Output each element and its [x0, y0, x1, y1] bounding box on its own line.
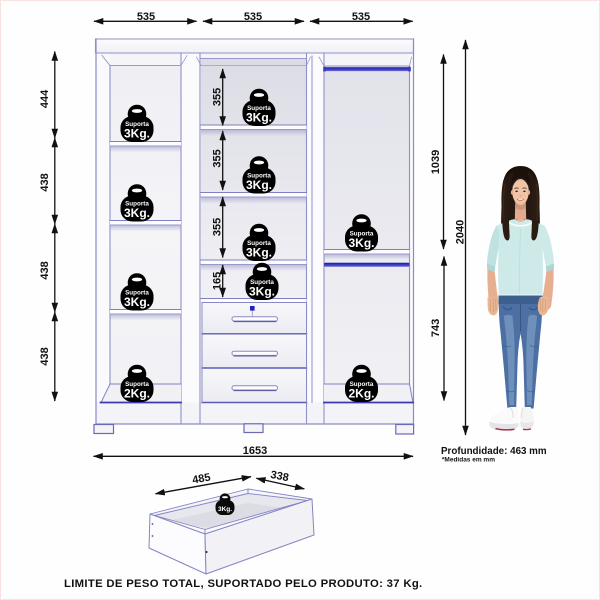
svg-text:535: 535	[137, 11, 155, 23]
svg-text:2Kg.: 2Kg.	[348, 387, 374, 401]
svg-text:3Kg.: 3Kg.	[218, 506, 232, 513]
svg-text:1039: 1039	[430, 150, 442, 174]
svg-text:438: 438	[39, 261, 51, 279]
svg-text:1653: 1653	[243, 445, 267, 457]
svg-text:438: 438	[39, 347, 51, 365]
svg-text:Suporta: Suporta	[125, 290, 149, 297]
svg-text:Suporta: Suporta	[250, 279, 274, 286]
svg-text:Suporta: Suporta	[350, 231, 374, 238]
svg-text:Suporta: Suporta	[125, 121, 149, 128]
svg-text:3Kg.: 3Kg.	[246, 246, 272, 260]
svg-text:3Kg.: 3Kg.	[246, 111, 272, 125]
svg-text:355: 355	[212, 149, 224, 167]
svg-text:Profundidade: 463 mm: Profundidade: 463 mm	[441, 446, 547, 457]
svg-text:535: 535	[244, 11, 262, 23]
svg-text:Suporta: Suporta	[247, 105, 271, 112]
svg-text:438: 438	[39, 173, 51, 191]
svg-text:165: 165	[212, 272, 224, 290]
svg-text:3Kg.: 3Kg.	[246, 178, 272, 192]
svg-text:Suporta: Suporta	[247, 240, 271, 247]
svg-text:3Kg.: 3Kg.	[249, 285, 275, 299]
svg-text:3Kg.: 3Kg.	[124, 295, 150, 309]
svg-text:*Medidas em mm: *Medidas em mm	[442, 457, 495, 464]
svg-text:2040: 2040	[455, 220, 467, 244]
svg-text:2Kg.: 2Kg.	[124, 387, 150, 401]
svg-text:444: 444	[39, 89, 51, 108]
svg-text:Suporta: Suporta	[350, 381, 374, 388]
svg-text:535: 535	[352, 11, 370, 23]
svg-text:3Kg.: 3Kg.	[124, 206, 150, 220]
svg-text:Suporta: Suporta	[125, 201, 149, 208]
svg-text:Suporta: Suporta	[125, 381, 149, 388]
svg-text:3Kg.: 3Kg.	[348, 236, 374, 250]
svg-text:355: 355	[212, 88, 224, 106]
svg-text:355: 355	[212, 218, 224, 236]
svg-text:Suporta: Suporta	[247, 173, 271, 180]
svg-text:LIMITE DE PESO TOTAL, SUPORTAD: LIMITE DE PESO TOTAL, SUPORTADO PELO PRO…	[64, 578, 423, 590]
svg-text:338: 338	[269, 469, 289, 484]
svg-text:3Kg.: 3Kg.	[124, 127, 150, 141]
svg-text:743: 743	[430, 319, 442, 337]
svg-text:485: 485	[191, 471, 211, 486]
